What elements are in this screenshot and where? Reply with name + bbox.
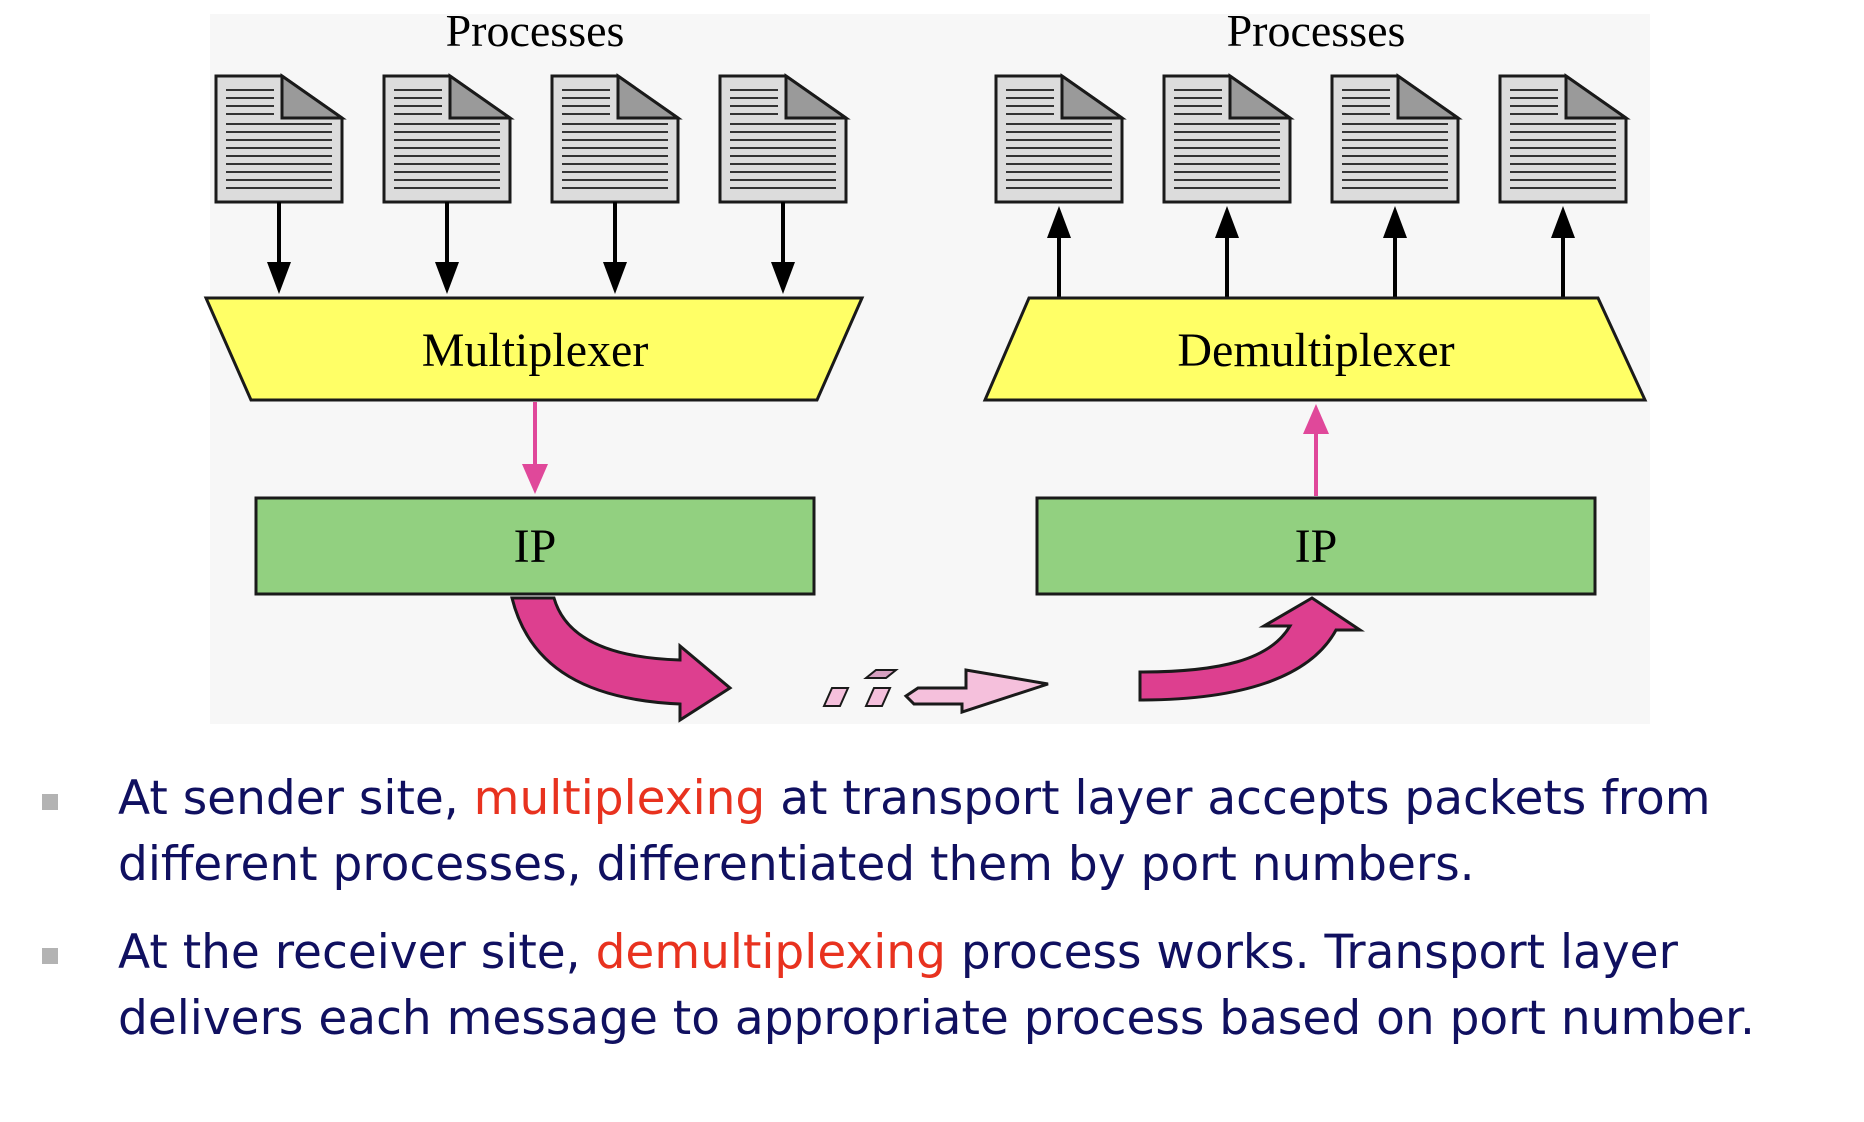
receiver-up-arrows	[1047, 206, 1575, 298]
demultiplexer-label: Demultiplexer	[1177, 324, 1454, 377]
bullet-marker	[42, 794, 58, 810]
sender-processes-label: Processes	[446, 5, 625, 56]
receiver-processes-label: Processes	[1227, 5, 1406, 56]
sender-ip-label: IP	[514, 520, 557, 573]
bullet-text-start: At the receiver site,	[118, 925, 596, 980]
sender-ip-box	[254, 496, 816, 596]
packet-transfer-arrow	[903, 668, 1049, 715]
demultiplexer-box	[982, 296, 1648, 402]
sender-outgoing-curved-arrow	[510, 596, 733, 723]
bullet-marker	[42, 948, 58, 964]
bullet-text-end: at transport layer accepts packets from …	[118, 771, 1711, 892]
bullet-item-demultiplexing: At the receiver site, demultiplexing pro…	[38, 920, 1838, 1052]
multiplexer-label: Multiplexer	[422, 324, 649, 377]
highlight-multiplexing: multiplexing	[473, 771, 766, 826]
sender-down-arrows	[267, 202, 795, 294]
bullet-list: At sender site, multiplexing at transpor…	[38, 766, 1838, 1074]
highlight-demultiplexing: demultiplexing	[595, 925, 946, 980]
bullet-item-multiplexing: At sender site, multiplexing at transpor…	[38, 766, 1838, 898]
receiver-ip-box	[1035, 496, 1597, 596]
bullet-text-start: At sender site,	[118, 771, 474, 826]
receiver-incoming-curved-arrow	[1138, 596, 1365, 702]
receiver-pink-up-arrow	[1303, 404, 1329, 496]
multiplexer-box	[203, 296, 865, 402]
sender-pink-down-arrow	[522, 402, 548, 494]
packets-in-transit	[822, 669, 899, 707]
mux-demux-diagram: Processes Processes Multiplexer Demultip…	[203, 5, 1648, 723]
bullet-text-end: process works. Transport layer delivers …	[118, 925, 1755, 1046]
receiver-ip-label: IP	[1295, 520, 1338, 573]
